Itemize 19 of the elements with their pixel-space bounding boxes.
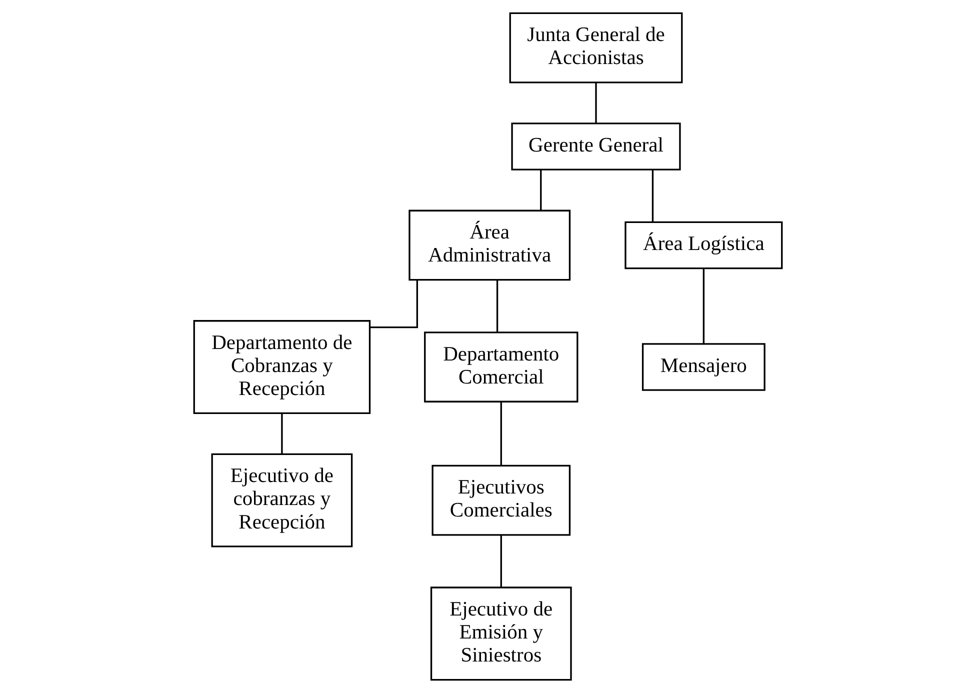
node-box: Departamento Comercial: [424, 332, 578, 402]
node-box: Departamento de Cobranzas y Recepción: [192, 320, 370, 414]
connector: [496, 280, 498, 332]
connector: [651, 170, 654, 222]
connector: [702, 268, 704, 344]
node-box: Junta General de Accionistas: [508, 12, 682, 84]
connector: [369, 280, 418, 328]
node-box: Área Logística: [624, 221, 782, 270]
connector: [500, 535, 502, 588]
node-box: Gerente General: [510, 122, 680, 170]
node-box: Ejecutivo de cobranzas y Recepción: [210, 453, 352, 548]
connector: [500, 402, 502, 466]
connector: [594, 82, 596, 123]
node-box: Área Administrativa: [408, 210, 570, 281]
node-box: Ejecutivos Comerciales: [431, 464, 570, 536]
connector: [280, 413, 282, 454]
connector: [540, 170, 542, 210]
node-box: Mensajero: [641, 343, 765, 391]
node-box: Ejecutivo de Emisión y Siniestros: [430, 586, 572, 681]
